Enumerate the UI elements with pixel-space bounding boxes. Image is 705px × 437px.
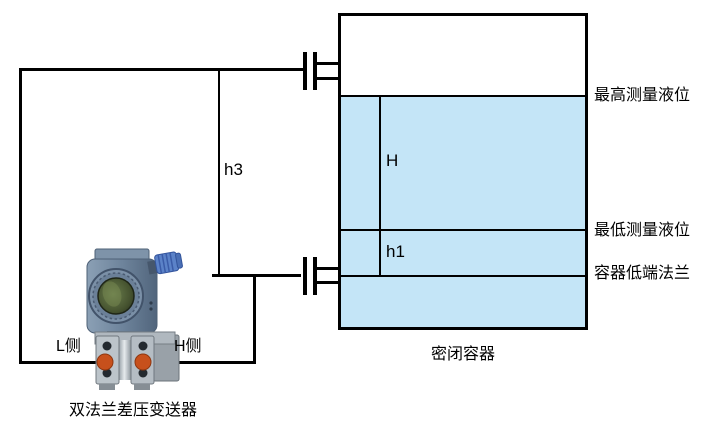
h3-dimension-line (218, 71, 220, 276)
liquid-fill (341, 95, 585, 327)
transmitter-caption: 双法兰差压变送器 (68, 402, 197, 419)
max-level-line (341, 95, 585, 97)
max-level-label: 最高测量液位 (594, 87, 691, 104)
h3-label: h3 (224, 160, 243, 179)
flange-nozzle-line (317, 77, 340, 80)
impulse-line-high-side-vertical (253, 276, 256, 363)
flange-nozzle-line (317, 267, 340, 270)
min-level-label: 最低测量液位 (594, 222, 691, 239)
impulse-line-mid-horizontal (212, 274, 301, 277)
bottom-flange-label: 容器低端法兰 (594, 265, 691, 282)
transmitter-flange-assembly (94, 331, 180, 390)
impulse-line-high-side-horizontal (143, 361, 256, 364)
span-H-label: H (386, 151, 399, 170)
bolt-hole-icon (102, 341, 112, 351)
display-window (97, 277, 135, 315)
flange-bar-icon (303, 52, 307, 90)
low-side-port-icon (96, 353, 114, 371)
offset-h1-label: h1 (386, 242, 405, 261)
flange-bar-icon (303, 257, 307, 295)
impulse-line-low-side-horizontal (19, 361, 107, 364)
bottom-flange-line (341, 275, 585, 277)
level-range-line (379, 97, 381, 277)
high-side-label: H侧 (174, 338, 202, 355)
vessel-tank (338, 13, 588, 330)
bolt-hole-icon (138, 341, 148, 351)
bolt-hole-icon (102, 368, 112, 378)
low-side-label: L侧 (56, 338, 81, 355)
impulse-line-top-horizontal (19, 68, 303, 71)
cable-gland-icon (147, 251, 183, 275)
impulse-line-left-vertical (19, 68, 22, 364)
bolt-hole-icon (138, 368, 148, 378)
vessel-caption: 密闭容器 (430, 346, 495, 363)
flange-bar-icon (313, 52, 317, 90)
transmitter-housing (86, 248, 183, 337)
flange-nozzle-line (317, 281, 340, 284)
flange-nozzle-line (317, 62, 340, 65)
high-side-port-icon (134, 353, 152, 371)
min-level-line (341, 229, 585, 231)
flange-bar-icon (313, 257, 317, 295)
dp-transmitter-photo (86, 248, 183, 390)
